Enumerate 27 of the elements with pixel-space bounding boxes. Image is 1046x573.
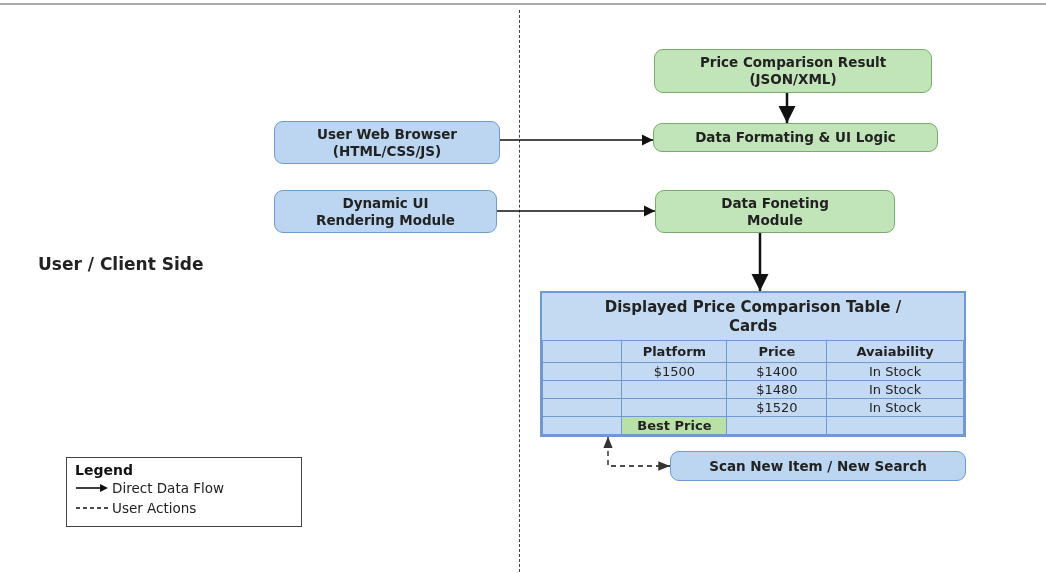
process-box: Data Formating & UI Logic [653,123,938,152]
process-box: User Web Browser (HTML/CSS/JS) [274,121,500,164]
arrow [751,233,769,291]
legend-text: User Actions [112,500,197,516]
table-value: In Stock [826,380,964,398]
process-box: Scan New Item / New Search [670,451,966,481]
column-header: Avaiability [826,340,964,362]
table-value: $1480 [726,380,827,398]
table-value: $1500 [621,362,727,380]
legend-text: Direct Data Flow [112,480,225,496]
side-label: User / Client Side [38,254,204,274]
arrow [499,134,654,146]
table-card [540,291,966,437]
dashed-arrow [603,435,671,471]
table-value: In Stock [826,398,964,416]
arrow [496,205,656,217]
table-value: In Stock [826,362,964,380]
process-box: Dynamic UI Rendering Module [274,190,497,233]
column-header: Price [726,340,827,362]
arrow [778,93,796,123]
legend-title: Legend [75,462,134,478]
column-header: Platform [621,340,727,362]
process-box: Data Foneting Module [655,190,895,233]
table-value: $1520 [726,398,827,416]
table-title: Displayed Price Comparison Table / Cards [603,297,903,337]
table-value: $1400 [726,362,827,380]
process-box: Price Comparison Result (JSON/XML) [654,49,932,93]
